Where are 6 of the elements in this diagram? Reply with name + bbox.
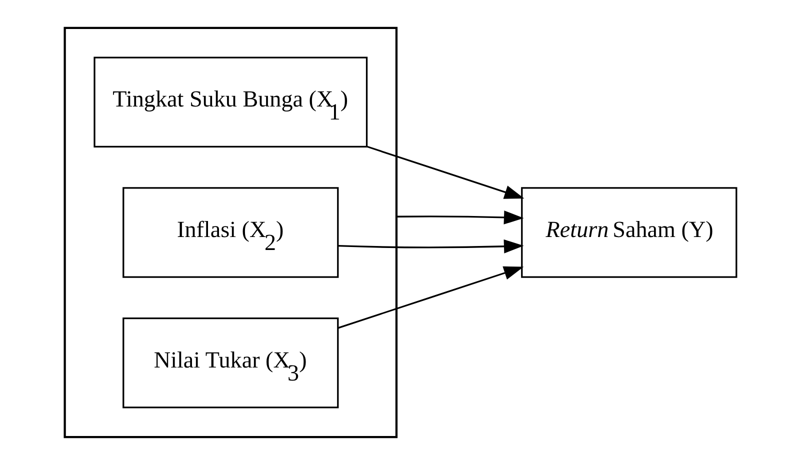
arrow xyxy=(366,146,524,199)
arrow xyxy=(338,266,524,329)
arrow xyxy=(396,210,524,224)
arrow xyxy=(338,239,524,254)
node-box: Return Saham (Y) xyxy=(521,187,738,278)
cluster xyxy=(64,26,398,438)
